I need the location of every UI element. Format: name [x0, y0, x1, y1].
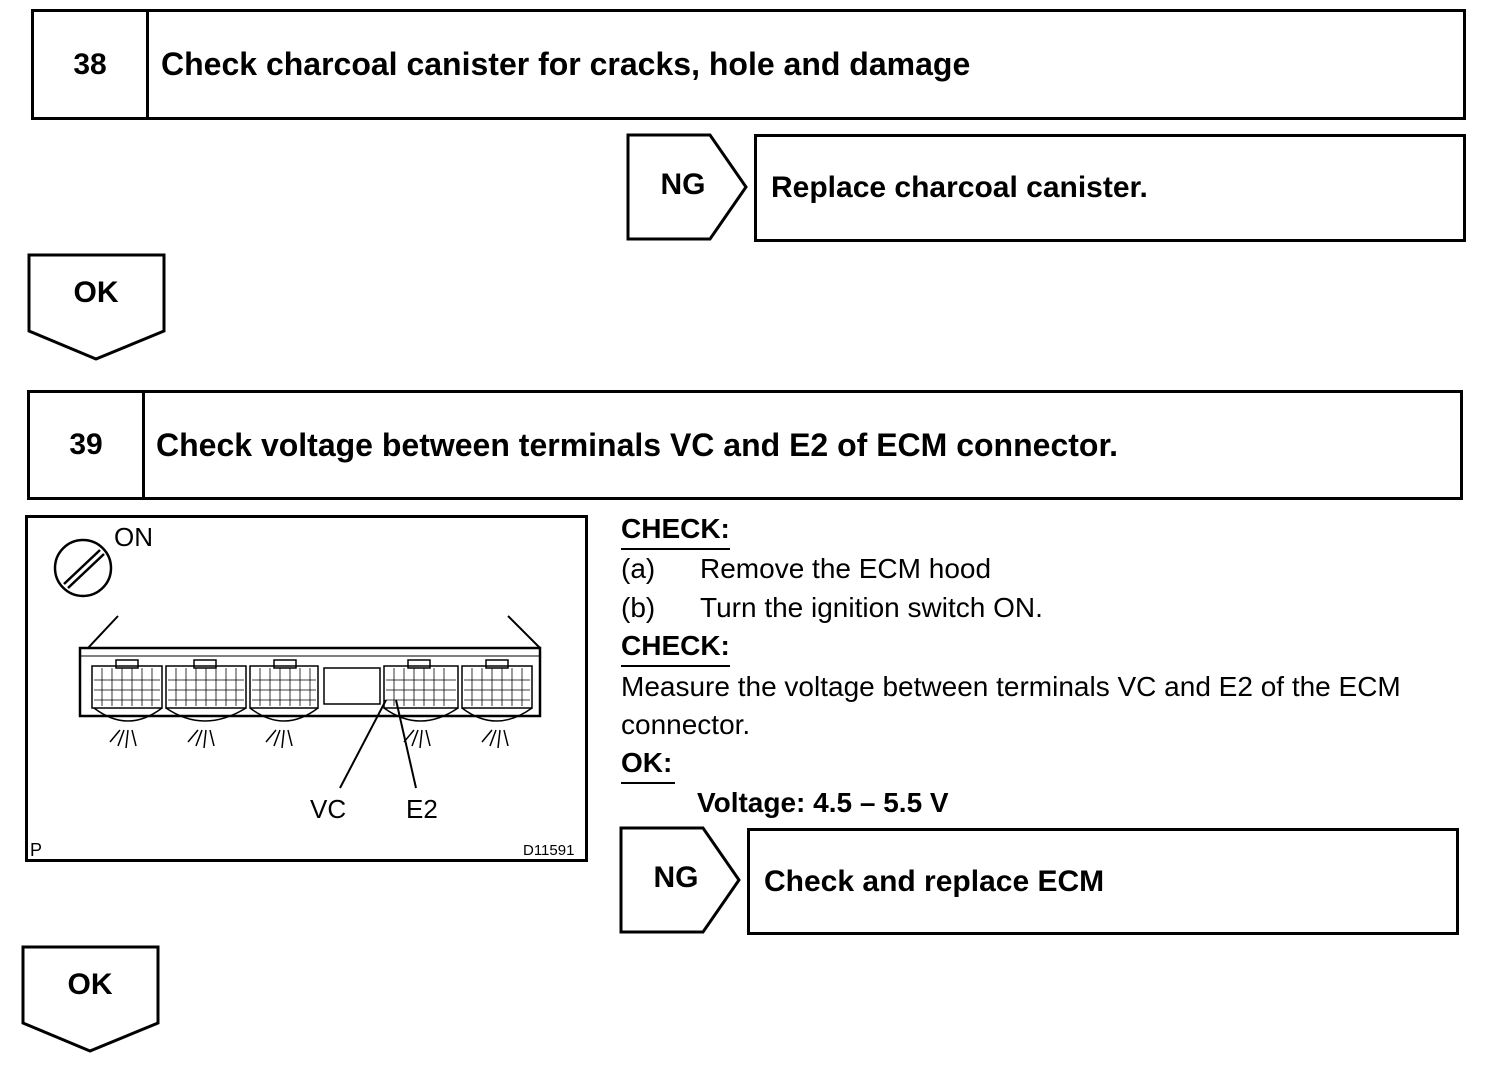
measure-text-line-1: Measure the voltage between terminals VC…: [621, 671, 1401, 702]
step-39-box: 39 Check voltage between terminals VC an…: [27, 390, 1463, 500]
step-39-title: Check voltage between terminals VC and E…: [156, 426, 1119, 463]
terminal-e2-label: E2: [406, 794, 438, 824]
voltage-spec: Voltage: 4.5 – 5.5 V: [697, 787, 949, 818]
figure-corner-code: P: [30, 840, 43, 860]
step-39-ng-arrow-icon: [619, 826, 741, 934]
step-a-marker: (a): [621, 553, 656, 584]
step-39-ng-action: Check and replace ECM: [764, 864, 1105, 898]
ok-heading: OK:: [621, 744, 675, 784]
figure-id: D11591: [523, 842, 575, 859]
step-38-ng-action-box: Replace charcoal canister.: [754, 134, 1466, 242]
step-a-text: Remove the ECM hood: [700, 553, 992, 584]
check-heading-1: CHECK:: [621, 510, 730, 550]
ignition-switch-icon: [53, 538, 113, 598]
step-38-title: Check charcoal canister for cracks, hole…: [161, 46, 971, 82]
step-38-ng-label: NG: [660, 168, 706, 201]
step-38-ng-arrow-icon: [626, 133, 748, 241]
check-heading-2: CHECK:: [621, 627, 730, 667]
step-38-box: 38 Check charcoal canister for cracks, h…: [31, 9, 1466, 120]
ecm-connector-figure: ON VC E2 P D11591: [25, 515, 588, 862]
step-b-marker: (b): [621, 592, 656, 623]
step-39-ok-arrow-icon: [21, 945, 160, 1053]
step-39-number: 39: [30, 393, 145, 497]
step-38-number: 38: [34, 12, 149, 117]
step-38-ok-label: OK: [73, 276, 119, 309]
step-39-ng-action-box: Check and replace ECM: [747, 828, 1459, 935]
step-39-ok-label: OK: [67, 968, 113, 1001]
step-38-ok-arrow-icon: [27, 253, 166, 361]
step-38-ng-action: Replace charcoal canister.: [771, 171, 1148, 204]
switch-on-label: ON: [114, 522, 153, 552]
terminal-vc-label: VC: [310, 794, 347, 824]
step-b-text: Turn the ignition switch ON.: [700, 592, 1043, 623]
ecm-connector-illustration-icon: [53, 538, 542, 789]
measure-text-line-2: connector.: [621, 709, 751, 740]
step-39-ng-label: NG: [653, 861, 699, 894]
